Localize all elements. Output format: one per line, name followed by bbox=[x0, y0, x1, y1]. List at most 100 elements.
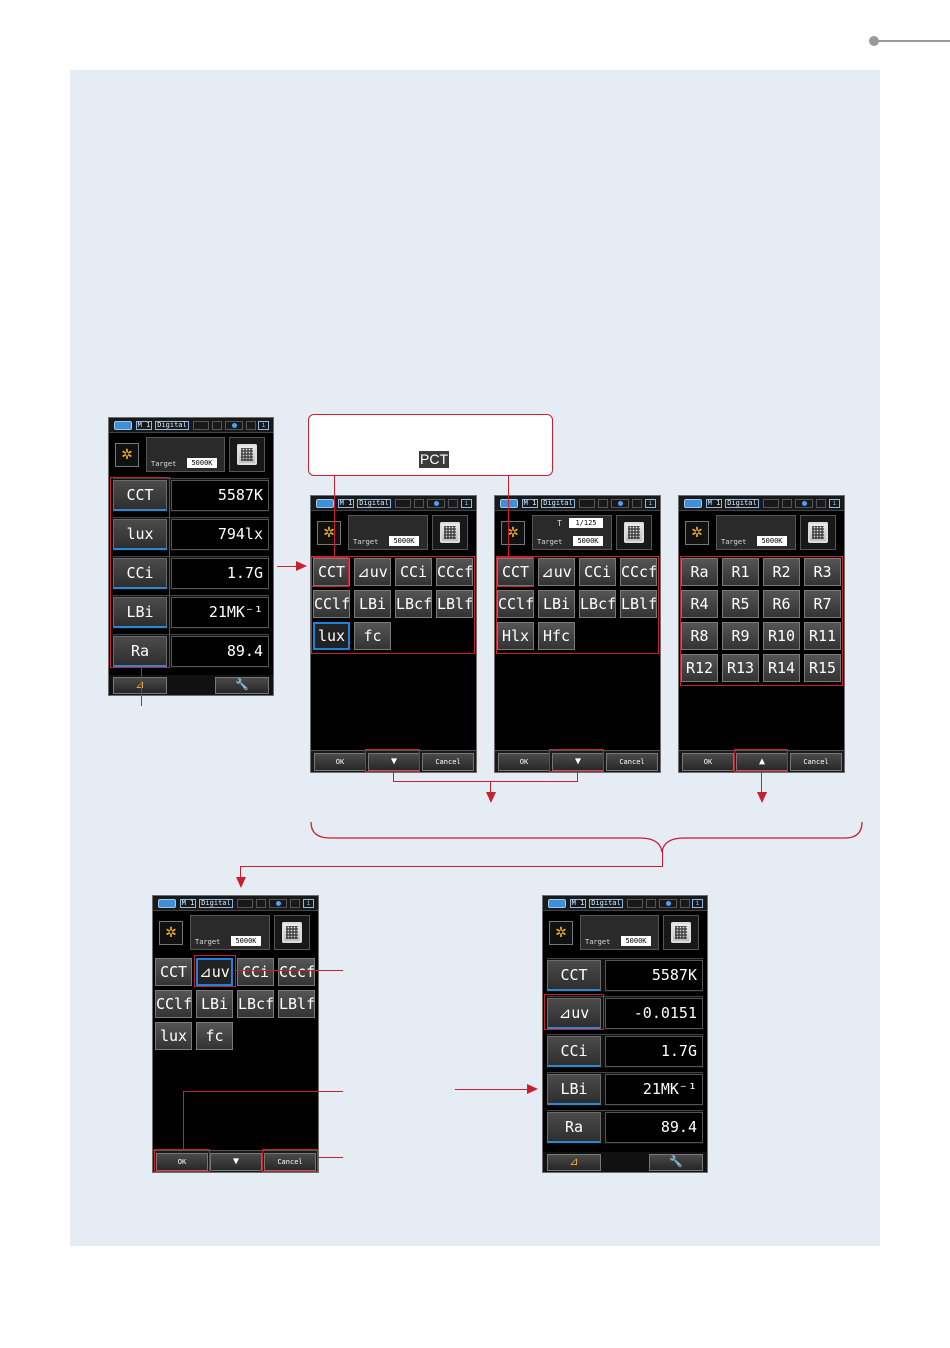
param-button[interactable]: LBcf bbox=[395, 590, 432, 618]
display-mode-icon[interactable] bbox=[432, 515, 468, 550]
param-button[interactable]: ⊿uv bbox=[354, 558, 391, 586]
param-button[interactable]: fc bbox=[354, 622, 391, 650]
light-source-icon[interactable]: ✲ bbox=[115, 443, 139, 467]
measurement-label[interactable]: LBi bbox=[547, 1074, 601, 1105]
target-panel[interactable]: Target 5000K bbox=[348, 515, 428, 550]
measurement-label[interactable]: CCi bbox=[113, 558, 167, 589]
param-button[interactable]: CCT bbox=[497, 558, 534, 586]
page-down-button[interactable]: ▼ bbox=[210, 1153, 262, 1171]
param-button[interactable]: CCcf bbox=[436, 558, 473, 586]
display-mode-icon[interactable] bbox=[274, 915, 310, 950]
ok-button[interactable]: OK bbox=[682, 753, 734, 771]
param-button[interactable]: LBi bbox=[354, 590, 391, 618]
delta-button[interactable]: ⊿ bbox=[547, 1154, 601, 1171]
target-panel[interactable]: Target 5000K bbox=[580, 915, 659, 950]
param-button[interactable]: CCT bbox=[313, 558, 350, 586]
cri-button[interactable]: R13 bbox=[722, 654, 759, 682]
light-source-icon[interactable]: ✲ bbox=[317, 521, 341, 545]
cri-button[interactable]: R15 bbox=[804, 654, 841, 682]
cancel-button[interactable]: Cancel bbox=[606, 753, 658, 771]
param-button-selected[interactable]: ⊿uv bbox=[196, 958, 233, 986]
param-button[interactable]: CClf bbox=[497, 590, 534, 618]
cri-button[interactable]: R14 bbox=[763, 654, 800, 682]
cri-button[interactable]: R12 bbox=[681, 654, 718, 682]
light-source-icon[interactable]: ✲ bbox=[549, 921, 573, 945]
info-icon[interactable]: i bbox=[829, 499, 840, 508]
cancel-button[interactable]: Cancel bbox=[790, 753, 842, 771]
target-panel[interactable]: Target 5000K bbox=[716, 515, 796, 550]
cri-button[interactable]: R9 bbox=[722, 622, 759, 650]
cri-button[interactable]: R2 bbox=[763, 558, 800, 586]
target-panel[interactable]: Target 5000K bbox=[146, 437, 225, 472]
measurement-label[interactable]: ⊿uv bbox=[547, 998, 601, 1029]
param-button[interactable]: fc bbox=[196, 1022, 233, 1050]
measurement-label[interactable]: CCT bbox=[547, 960, 601, 991]
page-up-button[interactable]: ▲ bbox=[736, 753, 788, 771]
param-button[interactable]: Hfc bbox=[538, 622, 575, 650]
display-mode-icon[interactable] bbox=[229, 437, 265, 472]
param-button[interactable]: CCi bbox=[579, 558, 616, 586]
measurement-label[interactable]: LBi bbox=[113, 597, 167, 628]
cancel-button[interactable]: Cancel bbox=[264, 1153, 316, 1171]
target-panel[interactable]: Target 5000K bbox=[190, 915, 270, 950]
info-icon[interactable]: i bbox=[303, 899, 314, 908]
info-icon[interactable]: i bbox=[645, 499, 656, 508]
target-panel[interactable]: T 1/125 Target 5000K bbox=[532, 515, 612, 550]
info-icon[interactable]: i bbox=[461, 499, 472, 508]
cri-button[interactable]: R6 bbox=[763, 590, 800, 618]
cri-button[interactable]: R1 bbox=[722, 558, 759, 586]
param-button[interactable]: LBi bbox=[196, 990, 233, 1018]
cri-button[interactable]: R3 bbox=[804, 558, 841, 586]
light-source-icon[interactable]: ✲ bbox=[685, 521, 709, 545]
display-mode-icon[interactable] bbox=[663, 915, 699, 950]
param-button[interactable]: LBlf bbox=[436, 590, 473, 618]
param-button[interactable]: CClf bbox=[155, 990, 192, 1018]
param-button[interactable]: lux bbox=[155, 1022, 192, 1050]
cri-button[interactable]: Ra bbox=[681, 558, 718, 586]
page-down-button[interactable]: ▼ bbox=[368, 753, 420, 771]
measurement-label[interactable]: lux bbox=[113, 519, 167, 550]
cancel-button[interactable]: Cancel bbox=[422, 753, 474, 771]
ok-button[interactable]: OK bbox=[498, 753, 550, 771]
delta-button[interactable]: ⊿ bbox=[113, 677, 167, 694]
light-source-icon[interactable]: ✲ bbox=[159, 921, 183, 945]
ok-button[interactable]: OK bbox=[156, 1153, 208, 1171]
cri-button[interactable]: R11 bbox=[804, 622, 841, 650]
param-button[interactable]: CCcf bbox=[278, 958, 315, 986]
measurement-row[interactable]: ⊿uv-0.0151 bbox=[547, 996, 703, 1030]
cri-button[interactable]: R8 bbox=[681, 622, 718, 650]
param-button[interactable]: LBlf bbox=[620, 590, 657, 618]
measurement-label[interactable]: Ra bbox=[113, 636, 167, 667]
param-button-selected[interactable]: lux bbox=[313, 622, 350, 650]
param-button[interactable]: LBlf bbox=[278, 990, 315, 1018]
cri-button[interactable]: R10 bbox=[763, 622, 800, 650]
param-button[interactable]: CCT bbox=[155, 958, 192, 986]
light-source-icon[interactable]: ✲ bbox=[501, 521, 525, 545]
display-mode-icon[interactable] bbox=[800, 515, 836, 550]
cri-button[interactable]: R4 bbox=[681, 590, 718, 618]
measurement-label[interactable]: CCT bbox=[113, 480, 167, 511]
param-button[interactable]: CCi bbox=[237, 958, 274, 986]
param-button[interactable]: CClf bbox=[313, 590, 350, 618]
info-icon[interactable]: i bbox=[692, 899, 703, 908]
ok-button[interactable]: OK bbox=[314, 753, 366, 771]
settings-button[interactable]: 🔧 bbox=[215, 677, 269, 694]
param-button[interactable]: CCi bbox=[395, 558, 432, 586]
info-icon[interactable]: i bbox=[258, 421, 269, 430]
cri-button[interactable]: R5 bbox=[722, 590, 759, 618]
settings-button[interactable]: 🔧 bbox=[649, 1154, 703, 1171]
param-button[interactable]: LBcf bbox=[237, 990, 274, 1018]
measurement-label[interactable]: CCi bbox=[547, 1036, 601, 1067]
display-mode-icon[interactable] bbox=[616, 515, 652, 550]
param-button[interactable]: CCcf bbox=[620, 558, 657, 586]
param-button[interactable]: LBcf bbox=[579, 590, 616, 618]
param-button[interactable]: ⊿uv bbox=[538, 558, 575, 586]
